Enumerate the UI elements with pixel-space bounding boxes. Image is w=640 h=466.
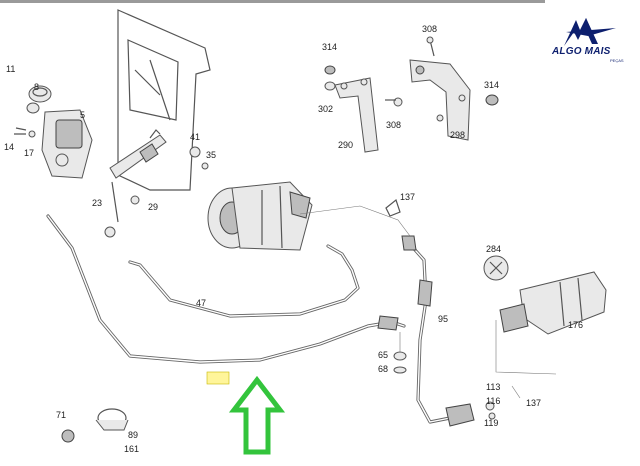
callout-p113: 113 — [486, 382, 500, 392]
pipe-95 — [406, 240, 452, 424]
callout-p314a: 314 — [322, 42, 337, 52]
callout-p137b: 137 — [526, 398, 541, 408]
callout-p116: 116 — [486, 396, 500, 406]
callout-p284: 284 — [486, 244, 501, 254]
bracket-plate — [117, 9, 211, 191]
slave-cylinder — [483, 255, 607, 399]
fasteners-top — [324, 36, 499, 107]
callout-p95: 95 — [438, 314, 448, 324]
callout-p290: 290 — [338, 140, 353, 150]
pump-assembly — [207, 181, 313, 251]
callout-p161: 161 — [124, 444, 139, 454]
callout-p89: 89 — [128, 430, 138, 440]
callout-p68: 68 — [378, 364, 388, 374]
brand-logo-icon — [564, 18, 616, 46]
pipe-47 — [128, 244, 360, 318]
clamp-89 — [61, 408, 129, 443]
brand-name: ALGO MAIS — [552, 46, 611, 57]
reservoir-group — [14, 85, 93, 179]
callout-p302: 302 — [318, 104, 333, 114]
bracket-290 — [334, 77, 379, 153]
callout-p71: 71 — [56, 410, 66, 420]
washers-65-68 — [393, 332, 407, 374]
callout-p119: 119 — [484, 418, 498, 428]
callout-p35: 35 — [206, 150, 216, 160]
bracket-298 — [409, 59, 471, 141]
callout-p176: 176 — [568, 320, 583, 330]
callout-p5: 5 — [80, 110, 85, 120]
callout-p11: 11 — [6, 64, 15, 74]
highlight-box — [206, 371, 230, 385]
top-border — [0, 0, 545, 3]
callout-p308b: 308 — [422, 24, 437, 34]
callout-labels: 11 8 5 14 17 41 35 23 29 314 302 308 290 308 314 298 137… — [4, 24, 583, 454]
brand-sub: PEÇAS — [610, 58, 624, 63]
callout-p14: 14 — [4, 142, 14, 152]
callout-p29: 29 — [148, 202, 158, 212]
highlight-arrow-icon — [228, 375, 286, 455]
callout-p65: 65 — [378, 350, 388, 360]
callout-p314b: 314 — [484, 80, 499, 90]
callout-p8: 8 — [34, 82, 39, 92]
callout-p298: 298 — [450, 130, 465, 140]
pushrod-group — [104, 129, 209, 238]
callout-p47: 47 — [196, 298, 206, 308]
callout-p137a: 137 — [400, 192, 415, 202]
callout-p17: 17 — [24, 148, 34, 158]
callout-p41: 41 — [190, 132, 200, 142]
callout-p23: 23 — [92, 198, 102, 208]
callout-p308a: 308 — [386, 120, 401, 130]
